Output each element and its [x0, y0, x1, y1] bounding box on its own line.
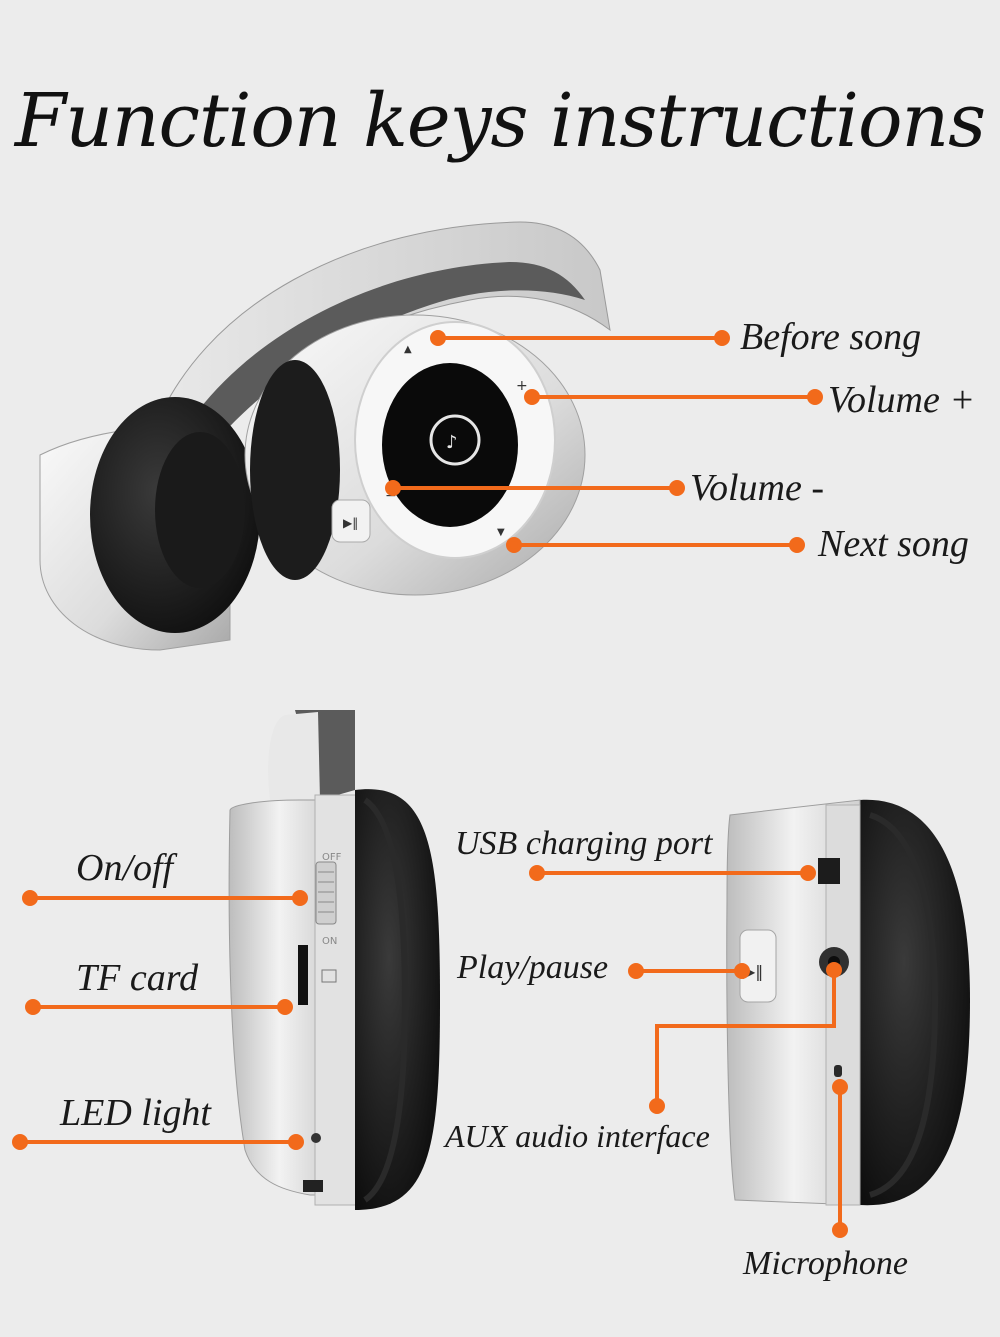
label-microphone: Microphone — [743, 1245, 908, 1282]
label-on-off: On/off — [76, 847, 174, 889]
plus-icon: + — [516, 378, 528, 394]
label-usb-charging-port: USB charging port — [455, 825, 713, 862]
prev-icon: ▲ — [404, 344, 412, 355]
label-before-song: Before song — [740, 316, 922, 358]
label-led-light: LED light — [60, 1092, 211, 1134]
next-icon: ▼ — [497, 527, 505, 538]
headphone-side-view-right: ▶‖ — [726, 799, 970, 1206]
label-next-song: Next song — [818, 523, 969, 565]
minus-icon: − — [385, 488, 397, 504]
music-icon: ♪ — [446, 432, 458, 453]
play-pause-icon: ▶‖ — [343, 516, 358, 530]
headphone-front-view: ♪ ▲ + − ▼ ▶‖ — [39, 221, 611, 651]
page-title: Function keys instructions — [14, 78, 986, 164]
callout-lines — [12, 330, 848, 1238]
label-volume-minus: Volume - — [690, 467, 825, 509]
tf-card-icon — [321, 969, 337, 983]
label-play-pause: Play/pause — [457, 949, 609, 986]
label-aux-audio-interface: AUX audio interface — [445, 1118, 710, 1154]
switch-off-text: OFF — [322, 852, 342, 863]
headphone-side-view-left: OFF ON — [228, 710, 440, 1210]
label-tf-card: TF card — [76, 957, 199, 999]
label-volume-plus: Volume + — [828, 379, 976, 421]
switch-on-text: ON — [322, 936, 337, 947]
usb-port-icon — [818, 858, 840, 884]
